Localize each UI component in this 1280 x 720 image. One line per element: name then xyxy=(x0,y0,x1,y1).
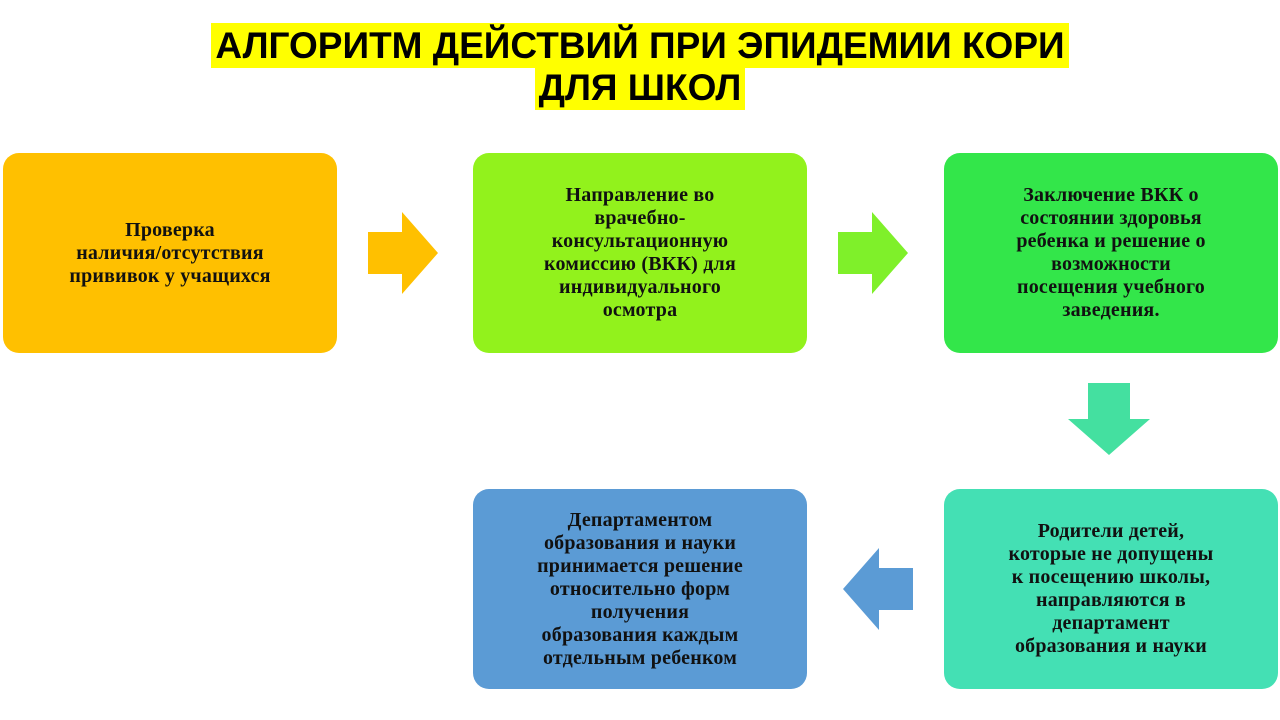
arrow-right-icon-2 xyxy=(838,212,908,294)
title-text-2: ДЛЯ ШКОЛ xyxy=(534,65,746,110)
diagram-title-line-2: ДЛЯ ШКОЛ xyxy=(0,65,1280,110)
diagram-title-line-1: АЛГОРИТМ ДЕЙСТВИЙ ПРИ ЭПИДЕМИИ КОРИ xyxy=(0,23,1280,68)
step-5-text: Департаментом образования и науки приним… xyxy=(537,508,743,669)
step-2-referral-vkk: Направление во врачебно- консультационну… xyxy=(473,153,807,353)
step-2-text: Направление во врачебно- консультационну… xyxy=(543,184,736,321)
step-4-parents-referred: Родители детей, которые не допущены к по… xyxy=(944,489,1278,689)
step-4-text: Родители детей, которые не допущены к по… xyxy=(1008,520,1214,657)
title-text-1: АЛГОРИТМ ДЕЙСТВИЙ ПРИ ЭПИДЕМИИ КОРИ xyxy=(211,23,1069,68)
arrow-down-icon xyxy=(1068,383,1150,455)
step-3-vkk-conclusion: Заключение ВКК о состоянии здоровья ребе… xyxy=(944,153,1278,353)
arrow-right-icon-1 xyxy=(368,212,438,294)
arrow-left-icon xyxy=(843,548,913,630)
step-5-department-decision: Департаментом образования и науки приним… xyxy=(473,489,807,689)
step-3-text: Заключение ВКК о состоянии здоровья ребе… xyxy=(1016,184,1206,321)
step-1-text: Проверка наличия/отсутствия прививок у у… xyxy=(69,218,271,287)
step-1-check-vaccinations: Проверка наличия/отсутствия прививок у у… xyxy=(3,153,337,353)
